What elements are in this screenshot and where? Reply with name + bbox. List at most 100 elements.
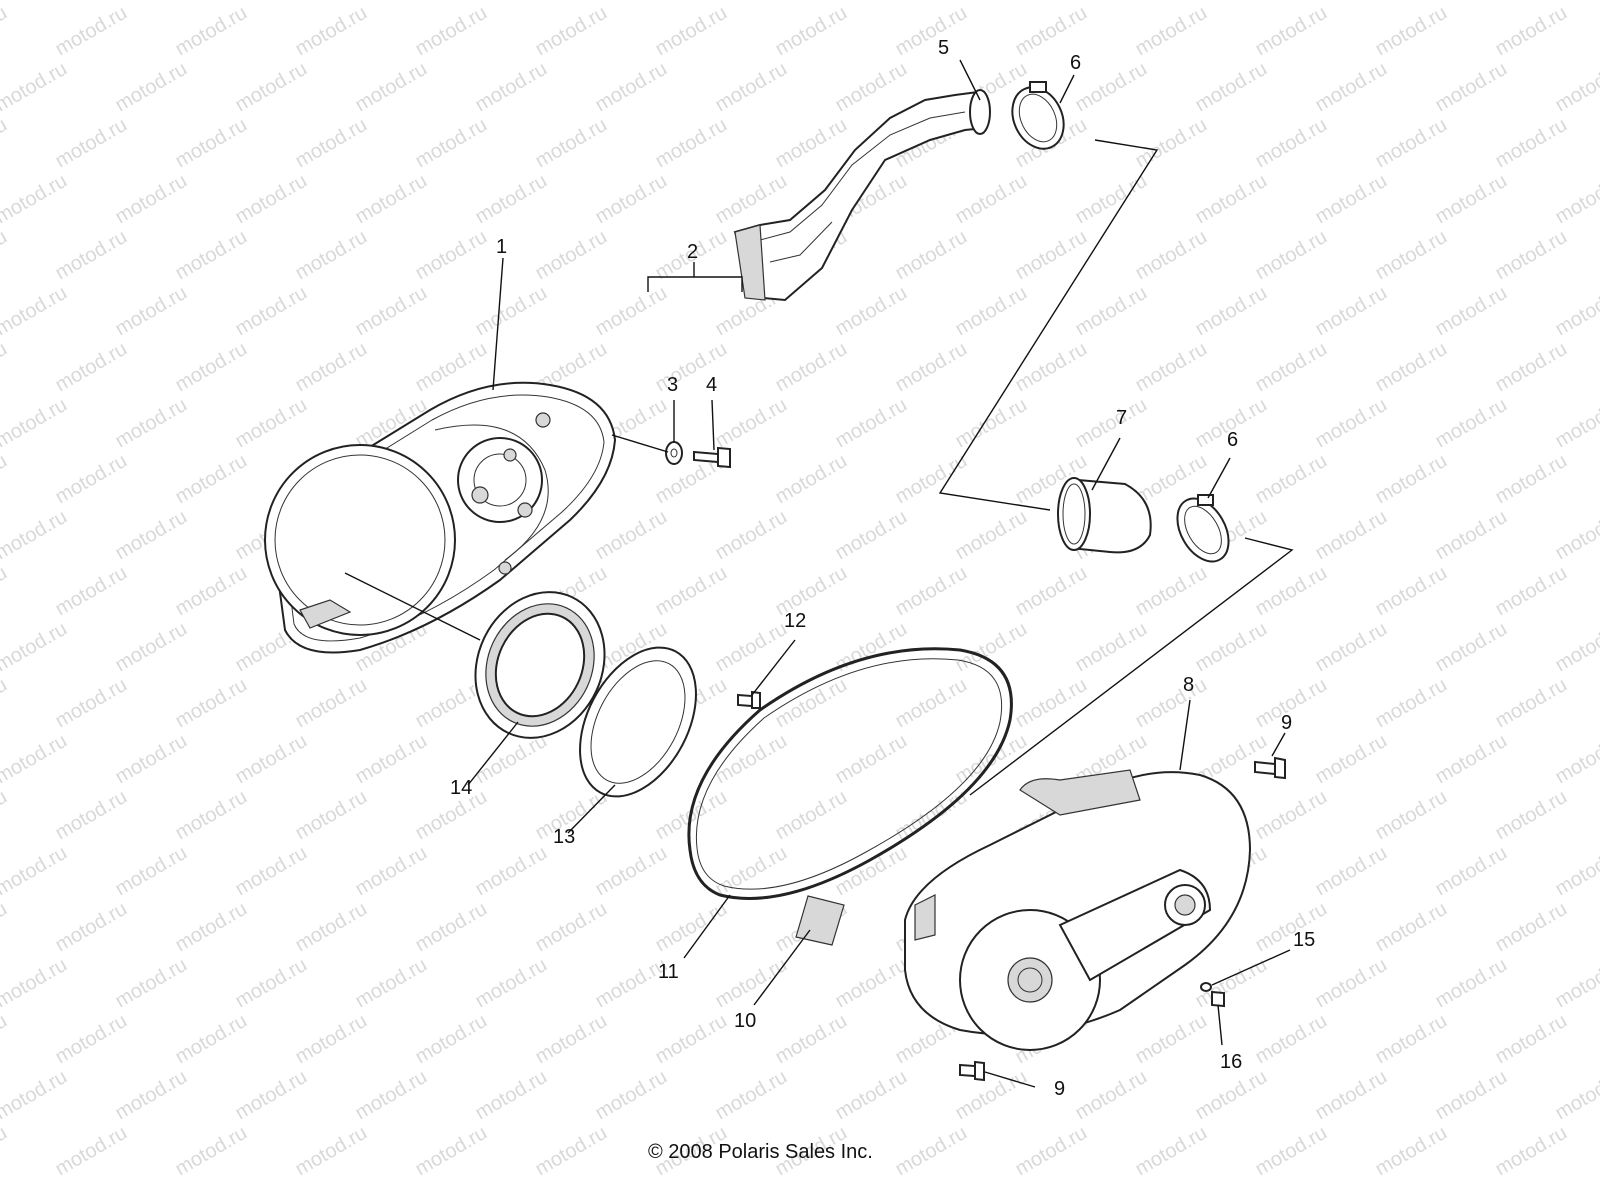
watermark-text: motod.ru: [832, 1066, 911, 1125]
watermark-text: motod.ru: [1072, 58, 1151, 117]
watermark-text: motod.ru: [292, 2, 371, 61]
watermark-text: motod.ru: [592, 506, 671, 565]
watermark-text: motod.ru: [1012, 674, 1091, 733]
watermark-text: motod.ru: [352, 282, 431, 341]
watermark-text: motod.ru: [952, 282, 1031, 341]
part-10-label: [795, 895, 845, 946]
watermark-text: motod.ru: [172, 1122, 251, 1181]
watermark-text: motod.ru: [1372, 674, 1451, 733]
watermark-text: motod.ru: [232, 282, 311, 341]
watermark-text: motod.ru: [0, 954, 71, 1013]
watermark-text: motod.ru: [1252, 114, 1331, 173]
watermark-text: motod.ru: [1312, 282, 1391, 341]
watermark-text: motod.ru: [652, 338, 731, 397]
watermark-text: motod.ru: [1132, 674, 1211, 733]
watermark-text: motod.ru: [0, 618, 71, 677]
callout-9-upper: 9: [1281, 712, 1292, 734]
watermark-text: motod.ru: [1372, 786, 1451, 845]
watermark-text: motod.ru: [1072, 618, 1151, 677]
part-11-drive-belt: [687, 647, 1013, 900]
watermark-text: motod.ru: [652, 2, 731, 61]
watermark-text: motod.ru: [52, 674, 131, 733]
watermark-text: motod.ru: [52, 226, 131, 285]
callout-4: 4: [706, 374, 717, 396]
watermark-text: motod.ru: [1372, 338, 1451, 397]
watermark-text: motod.ru: [892, 338, 971, 397]
callout-11: 11: [658, 961, 679, 983]
watermark-text: motod.ru: [0, 1066, 71, 1125]
watermark-text: motod.ru: [1552, 954, 1600, 1013]
watermark-text: motod.ru: [592, 842, 671, 901]
watermark-text: motod.ru: [1132, 2, 1211, 61]
part-1-outer-clutch-cover: [264, 381, 617, 654]
watermark-text: motod.ru: [1432, 506, 1511, 565]
part-14-seal-ring: [474, 591, 606, 739]
watermark-text: motod.ru: [1552, 394, 1600, 453]
watermark-text: motod.ru: [592, 170, 671, 229]
watermark-text: motod.ru: [772, 114, 851, 173]
watermark-text: motod.ru: [532, 2, 611, 61]
watermark-text: motod.ru: [292, 226, 371, 285]
watermark-text: motod.ru: [1552, 170, 1600, 229]
watermark-text: motod.ru: [1372, 114, 1451, 173]
watermark-text: motod.ru: [232, 170, 311, 229]
watermark-text: motod.ru: [1432, 1066, 1511, 1125]
watermark-text: motod.ru: [112, 58, 191, 117]
watermark-text: motod.ru: [1492, 898, 1571, 957]
callout-12: 12: [784, 610, 806, 632]
watermark-text: motod.ru: [1192, 58, 1271, 117]
watermark-text: motod.ru: [1492, 786, 1571, 845]
watermark-text: motod.ru: [1192, 618, 1271, 677]
watermark-text: motod.ru: [0, 170, 71, 229]
watermark-text: motod.ru: [172, 786, 251, 845]
part-5-intake-duct: [733, 89, 991, 302]
watermark-text: motod.ru: [1432, 618, 1511, 677]
watermark-text: motod.ru: [0, 842, 71, 901]
watermark-text: motod.ru: [952, 506, 1031, 565]
watermark-text: motod.ru: [1252, 1010, 1331, 1069]
watermark-text: motod.ru: [712, 1066, 791, 1125]
callout-9-lower: 9: [1054, 1078, 1065, 1100]
watermark-text: motod.ru: [712, 954, 791, 1013]
watermark-text: motod.ru: [0, 450, 11, 509]
watermark-text: motod.ru: [1492, 114, 1571, 173]
callout-8: 8: [1183, 674, 1194, 696]
watermark-text: motod.ru: [112, 842, 191, 901]
watermark-text: motod.ru: [1372, 1010, 1451, 1069]
watermark-text: motod.ru: [832, 58, 911, 117]
watermark-text: motod.ru: [472, 730, 551, 789]
watermark-text: motod.ru: [1312, 170, 1391, 229]
watermark-text: motod.ru: [1012, 338, 1091, 397]
watermark-text: motod.ru: [172, 338, 251, 397]
watermark-text: motod.ru: [892, 450, 971, 509]
callout-5: 5: [938, 37, 949, 59]
part-13-gasket-plate: [579, 646, 697, 798]
watermark-text: motod.ru: [1552, 730, 1600, 789]
watermark-text: motod.ru: [232, 954, 311, 1013]
watermark-text: motod.ru: [412, 1010, 491, 1069]
watermark-text: motod.ru: [352, 954, 431, 1013]
watermark-text: motod.ru: [232, 58, 311, 117]
watermark-text: motod.ru: [292, 786, 371, 845]
watermark-text: motod.ru: [1192, 282, 1271, 341]
watermark-text: motod.ru: [1432, 58, 1511, 117]
watermark-text: motod.ru: [0, 338, 11, 397]
watermark-text: motod.ru: [1132, 1122, 1211, 1181]
watermark-text: motod.ru: [412, 898, 491, 957]
watermark-text: motod.ru: [1372, 2, 1451, 61]
watermark-text: motod.ru: [712, 618, 791, 677]
watermark-text: motod.ru: [1312, 506, 1391, 565]
watermark-text: motod.ru: [712, 394, 791, 453]
watermark-text: motod.ru: [52, 450, 131, 509]
watermark-text: motod.ru: [232, 394, 311, 453]
watermark-text: motod.ru: [472, 1066, 551, 1125]
watermark-text: motod.ru: [0, 1010, 11, 1069]
watermark-text: motod.ru: [472, 954, 551, 1013]
watermark-text: motod.ru: [52, 338, 131, 397]
watermark-text: motod.ru: [352, 58, 431, 117]
watermark-text: motod.ru: [292, 1122, 371, 1181]
watermark-text: motod.ru: [1312, 842, 1391, 901]
watermark-text: motod.ru: [952, 170, 1031, 229]
watermark-text: motod.ru: [1492, 226, 1571, 285]
